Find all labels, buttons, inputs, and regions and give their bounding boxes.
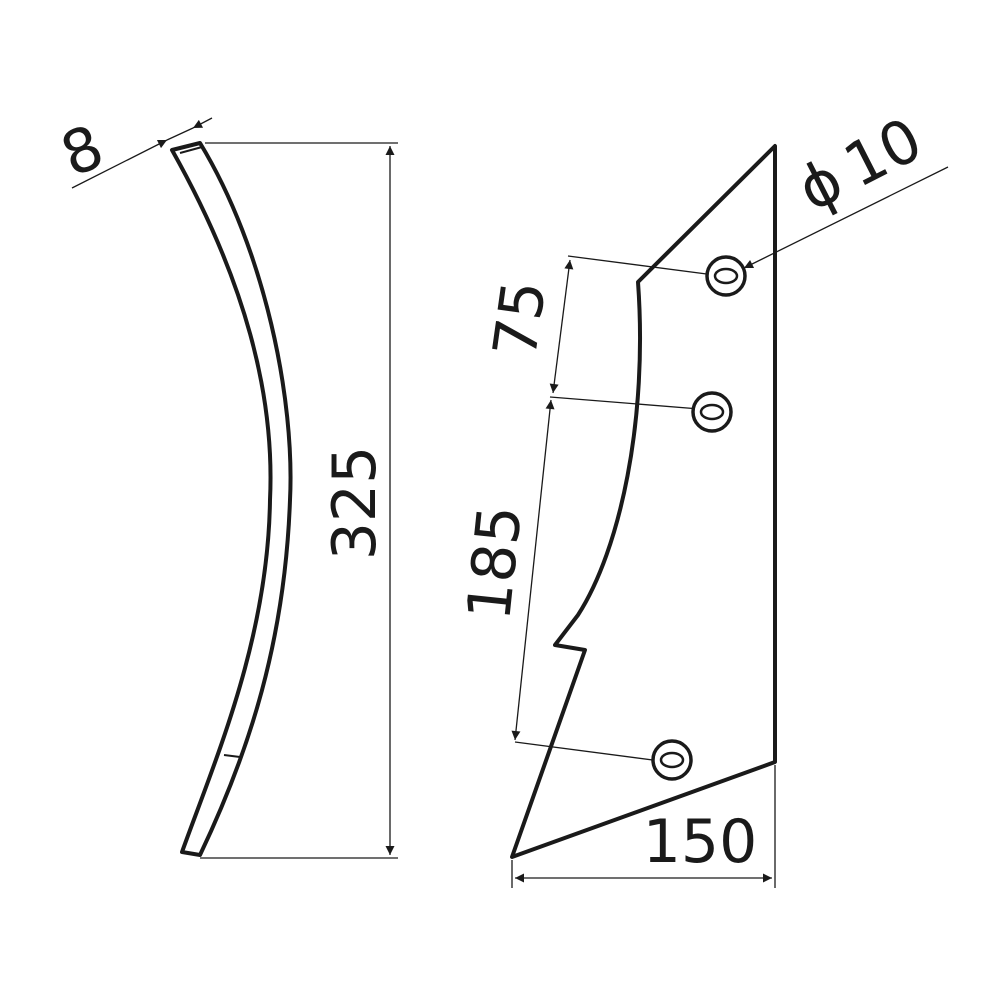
thickness-bar	[166, 127, 194, 141]
hole-bottom-reference	[514, 741, 669, 763]
hole-spacing-top-dimension: 75	[480, 259, 574, 394]
thickness-arrow-right	[192, 117, 213, 129]
side-view	[170, 141, 293, 857]
hole-spacing-bottom-label: 185	[454, 502, 536, 623]
side-view-outline	[170, 141, 293, 857]
height-label: 325	[320, 446, 390, 561]
hole-middle-reference	[549, 396, 713, 411]
thickness-leader	[71, 139, 168, 189]
hole-diameter-leader	[743, 166, 949, 269]
front-view-outline	[510, 144, 777, 859]
hole-spacing-top-label: 75	[480, 277, 560, 362]
mounting-hole-bottom	[651, 739, 693, 781]
width-label: 150	[643, 807, 758, 877]
mounting-hole-middle	[691, 391, 733, 433]
hole-diameter-label: 10	[833, 105, 933, 202]
height-dimension: 325	[200, 142, 398, 859]
mounting-hole-top	[705, 255, 747, 297]
hole-spacing-bottom-dimension: 185	[454, 399, 555, 741]
width-dimension: 150	[511, 765, 776, 888]
front-view	[510, 144, 777, 859]
side-view-top-face-line	[179, 146, 203, 154]
thickness-label: 8	[52, 112, 114, 191]
hole-top-reference	[567, 255, 723, 277]
hole-reference-lines	[514, 255, 723, 763]
side-view-lower-segment-line	[223, 754, 241, 758]
